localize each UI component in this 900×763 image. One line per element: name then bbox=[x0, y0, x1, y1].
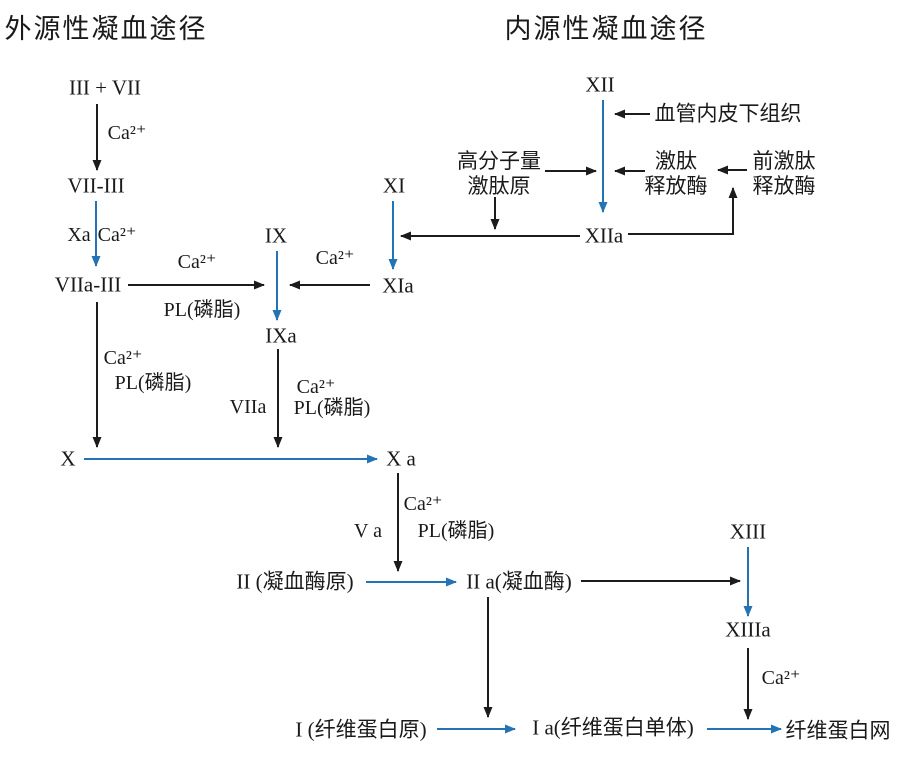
label-pl-4: PL(磷脂) bbox=[417, 520, 495, 543]
label-ca-4: Ca²⁺ bbox=[315, 247, 355, 270]
label-ca-8: Ca²⁺ bbox=[761, 667, 801, 690]
label-ca-7: Ca²⁺ bbox=[403, 493, 443, 516]
node-vii-iii: VII-III bbox=[67, 173, 125, 198]
node-xia: XIa bbox=[382, 273, 414, 298]
label-ca-2: Ca²⁺ bbox=[97, 224, 137, 247]
label-viia-cofactor: VIIa bbox=[229, 396, 267, 419]
node-ixa: IXa bbox=[265, 323, 297, 348]
node-xa: X a bbox=[386, 446, 416, 471]
node-ii: II (凝血酶原) bbox=[236, 569, 354, 594]
node-xiii: XIII bbox=[729, 519, 767, 544]
node-iii-vii: III + VII bbox=[68, 75, 142, 100]
node-fibrin-net: 纤维蛋白网 bbox=[785, 718, 891, 743]
node-kallikrein: 激肽 释放酶 bbox=[644, 149, 708, 198]
node-ix: IX bbox=[264, 223, 288, 248]
label-pl-1: PL(磷脂) bbox=[163, 299, 241, 322]
title-extrinsic-pathway: 外源性凝血途径 bbox=[4, 14, 208, 45]
node-xii: XII bbox=[585, 72, 615, 97]
node-x: X bbox=[60, 446, 76, 471]
node-i: I (纤维蛋白原) bbox=[295, 717, 427, 742]
edge-xiia-to-kallikrein bbox=[628, 187, 738, 235]
label-ca-3: Ca²⁺ bbox=[177, 251, 217, 274]
label-xa-cofactor: Xa bbox=[67, 224, 91, 247]
node-iia: II a(凝血酶) bbox=[466, 569, 572, 594]
node-xiiia: XIIIa bbox=[725, 617, 771, 642]
node-xiia: XIIa bbox=[584, 223, 624, 248]
node-hmw-kininogen: 高分子量 激肽原 bbox=[457, 149, 541, 198]
node-xi: XI bbox=[382, 173, 406, 198]
title-intrinsic-pathway: 内源性凝血途径 bbox=[504, 14, 708, 45]
node-viia-iii: VIIa-III bbox=[54, 272, 122, 297]
label-ca-5: Ca²⁺ bbox=[103, 347, 143, 370]
label-ca-6: Ca²⁺ bbox=[296, 376, 336, 399]
label-ca-1: Ca²⁺ bbox=[107, 122, 147, 145]
node-prekallikrein: 前激肽 释放酶 bbox=[752, 149, 816, 198]
label-pl-3: PL(磷脂) bbox=[293, 397, 371, 420]
node-subendothelial-tissue: 血管内皮下组织 bbox=[654, 101, 802, 126]
label-va-cofactor: V a bbox=[354, 520, 382, 543]
node-ia: I a(纤维蛋白单体) bbox=[532, 715, 694, 740]
label-pl-2: PL(磷脂) bbox=[114, 372, 192, 395]
